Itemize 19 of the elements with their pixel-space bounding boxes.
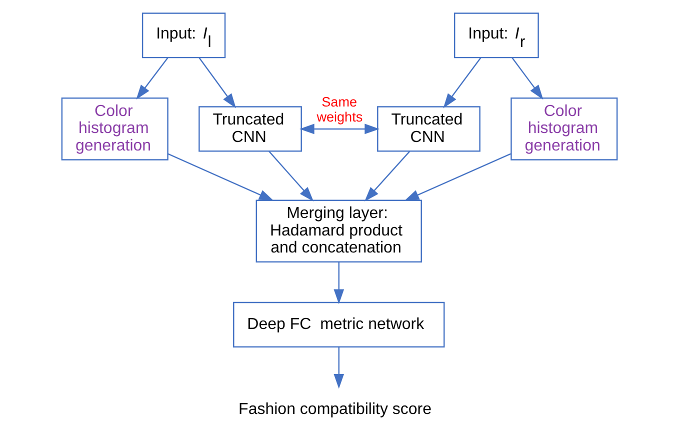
arrow [442, 57, 481, 108]
arrow [511, 57, 543, 100]
node-box: Truncated CNN [376, 106, 480, 152]
node-box: Color histogram generation [510, 98, 618, 160]
arrow [167, 153, 274, 201]
arrow [136, 57, 168, 100]
arrow [404, 153, 510, 201]
arrow [333, 347, 344, 389]
arrow [268, 150, 314, 202]
node-box: Truncated CNN [198, 106, 302, 152]
arrow [198, 57, 236, 108]
arrow [299, 124, 379, 134]
edge-label: Same weights [316, 94, 362, 124]
node-text: Fashion compatibility score [238, 400, 432, 418]
node-box: Deep FC metric network [232, 302, 444, 348]
arrow [364, 150, 410, 202]
node-box: Color histogram generation [60, 98, 168, 160]
node-box: Merging layer: Hadamard product and concatenation [255, 200, 422, 262]
arrow [333, 262, 344, 304]
